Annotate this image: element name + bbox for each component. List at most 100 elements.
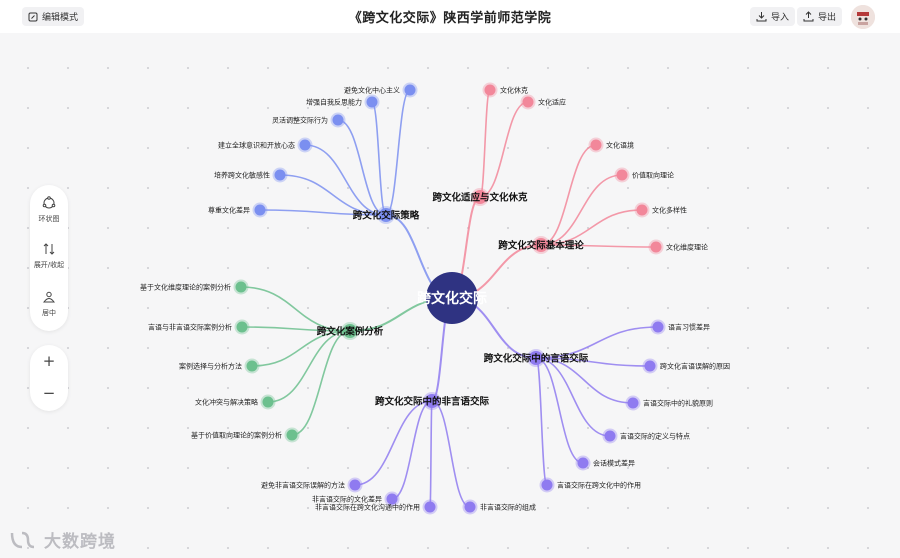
edit-mode-label: 编辑模式 xyxy=(42,13,79,23)
leaf-node[interactable]: 非言语交际在跨文化沟通中的作用 xyxy=(315,499,438,515)
import-button[interactable]: 导入 xyxy=(750,7,796,26)
export-button[interactable]: 导出 xyxy=(797,7,843,26)
leaf-node[interactable]: 文化维度理论 xyxy=(648,239,709,255)
leaf-node[interactable]: 文化适应 xyxy=(520,94,567,110)
branch-label: 跨文化适应与文化休克 xyxy=(432,192,528,204)
top-bar: 编辑模式 《跨文化交际》陕西学前师范学院 导入 导出 xyxy=(0,0,900,33)
ring-chart-icon xyxy=(42,196,56,209)
avatar[interactable] xyxy=(851,5,875,29)
leaf-edge xyxy=(479,101,529,198)
expand-collapse-icon xyxy=(43,243,55,255)
leaf-edge xyxy=(251,330,351,367)
leaf-edge xyxy=(337,119,387,216)
leaf-label: 文化语境 xyxy=(606,141,634,150)
expand-collapse-button[interactable]: 展开/收起 xyxy=(30,241,68,270)
branch-node[interactable]: 跨文化交际中的非言语交际 xyxy=(375,392,490,410)
leaf-node[interactable]: 价值取向理论 xyxy=(614,167,675,183)
branch-node[interactable]: 跨文化交际中的言语交际 xyxy=(484,349,589,367)
leaf-edge xyxy=(540,244,657,248)
leaf-label: 言语交际在跨文化中的作用 xyxy=(557,481,641,490)
avatar-image xyxy=(851,5,875,29)
leaf-node[interactable]: 尊重文化差异 xyxy=(208,202,268,218)
branch-label: 跨文化交际策略 xyxy=(353,210,420,222)
leaf-node[interactable]: 避免非言语交际误解的方法 xyxy=(261,477,363,493)
leaf-node[interactable]: 案例选择与分析方法 xyxy=(179,358,260,374)
zoom-out-button[interactable]: − xyxy=(42,384,56,402)
branch-node[interactable]: 跨文化交际策略 xyxy=(353,206,420,224)
leaf-node[interactable]: 语言习惯差异 xyxy=(650,319,711,335)
leaf-node[interactable]: 言语交际在跨文化中的作用 xyxy=(539,477,642,493)
leaf-label: 语言习惯差异 xyxy=(668,323,710,332)
import-icon xyxy=(756,12,767,22)
leaf-node[interactable]: 增强自我反思能力 xyxy=(306,94,380,110)
leaf-label: 建立全球意识和开放心态 xyxy=(218,141,295,150)
branch-label: 跨文化交际中的言语交际 xyxy=(484,353,589,365)
branch-label: 跨文化案例分析 xyxy=(317,326,384,338)
leaf-label: 言语交际的定义与特点 xyxy=(620,432,690,441)
watermark-text: 大数跨境 xyxy=(44,532,116,552)
edit-mode-button[interactable]: 编辑模式 xyxy=(22,7,85,26)
branch-node[interactable]: 跨文化适应与文化休克 xyxy=(432,188,528,206)
leaf-label: 基于价值取向理论的案例分析 xyxy=(191,431,282,440)
expand-collapse-label: 展开/收起 xyxy=(33,261,65,269)
leaf-edge xyxy=(354,400,433,486)
leaf-node[interactable]: 言语交际的定义与特点 xyxy=(602,428,691,444)
leaf-label: 基于文化维度理论的案例分析 xyxy=(140,283,231,292)
ring-view-label: 环状图 xyxy=(38,215,60,223)
leaf-node[interactable]: 避免文化中心主义 xyxy=(344,82,418,98)
leaf-label: 言语交际中的礼貌原则 xyxy=(643,399,713,408)
leaf-label: 跨文化言语误解的原因 xyxy=(660,362,730,371)
leaf-label: 言语与非言语交际案例分析 xyxy=(148,323,232,332)
branch-label: 跨文化交际中的非言语交际 xyxy=(375,396,490,408)
leaf-node[interactable]: 文化语境 xyxy=(588,137,635,153)
leaf-node[interactable]: 会话模式差异 xyxy=(575,455,636,471)
leaf-label: 文化多样性 xyxy=(652,206,687,215)
leaf-edge xyxy=(429,400,433,508)
branch-node[interactable]: 跨文化交际基本理论 xyxy=(498,236,584,254)
leaf-node[interactable]: 言语与非言语交际案例分析 xyxy=(148,319,250,335)
leaf-node[interactable]: 文化休克 xyxy=(482,82,529,98)
center-label: 居中 xyxy=(42,309,56,317)
leaf-edge xyxy=(291,330,351,436)
leaf-edge xyxy=(479,89,491,198)
leaf-node[interactable]: 非言语交际的组成 xyxy=(462,499,537,515)
leaf-label: 非言语交际的组成 xyxy=(480,503,536,512)
leaf-edge xyxy=(540,144,597,246)
leaf-node[interactable]: 培养跨文化敏感性 xyxy=(214,167,288,183)
leaf-edge xyxy=(535,357,584,464)
leaf-edge xyxy=(371,101,387,216)
branch-node[interactable]: 跨文化案例分析 xyxy=(317,322,384,340)
leaf-node[interactable]: 跨文化言语误解的原因 xyxy=(642,358,731,374)
leaf-label: 避免文化中心主义 xyxy=(344,86,400,95)
leaf-node[interactable]: 基于文化维度理论的案例分析 xyxy=(140,279,249,295)
leaf-edge xyxy=(259,209,387,216)
leaf-node[interactable]: 言语交际中的礼貌原则 xyxy=(625,395,714,411)
leaf-label: 会话模式差异 xyxy=(593,459,635,468)
leaf-edge xyxy=(385,89,411,216)
leaf-label: 灵活调整交际行为 xyxy=(272,116,328,125)
leaf-label: 避免非言语交际误解的方法 xyxy=(261,481,345,490)
center-icon xyxy=(43,291,55,303)
leaf-node[interactable]: 非言语交际的文化差异 xyxy=(312,491,400,507)
branch-label: 跨文化交际基本理论 xyxy=(498,240,584,252)
leaf-node[interactable]: 建立全球意识和开放心态 xyxy=(218,137,313,153)
root-node[interactable]: 跨文化交际 xyxy=(417,272,487,324)
root-label: 跨文化交际 xyxy=(417,290,487,307)
zoom-in-button[interactable]: + xyxy=(42,352,56,370)
leaf-label: 文化冲突与解决策略 xyxy=(195,398,258,407)
leaf-edge xyxy=(535,357,634,404)
leaf-label: 文化休克 xyxy=(500,86,528,95)
center-button[interactable]: 居中 xyxy=(30,289,68,318)
leaf-label: 价值取向理论 xyxy=(632,171,674,180)
leaf-node[interactable]: 文化多样性 xyxy=(634,202,688,218)
leaf-edge xyxy=(535,326,659,359)
leaf-label: 非言语交际的文化差异 xyxy=(312,495,382,504)
leaf-edge xyxy=(540,209,643,246)
leaf-node[interactable]: 灵活调整交际行为 xyxy=(272,112,346,128)
leaf-node[interactable]: 基于价值取向理论的案例分析 xyxy=(191,427,300,443)
leaf-edge xyxy=(267,330,351,403)
ring-view-button[interactable]: 环状图 xyxy=(30,195,68,224)
leaf-node[interactable]: 文化冲突与解决策略 xyxy=(195,394,276,410)
leaf-label: 文化适应 xyxy=(538,98,566,107)
